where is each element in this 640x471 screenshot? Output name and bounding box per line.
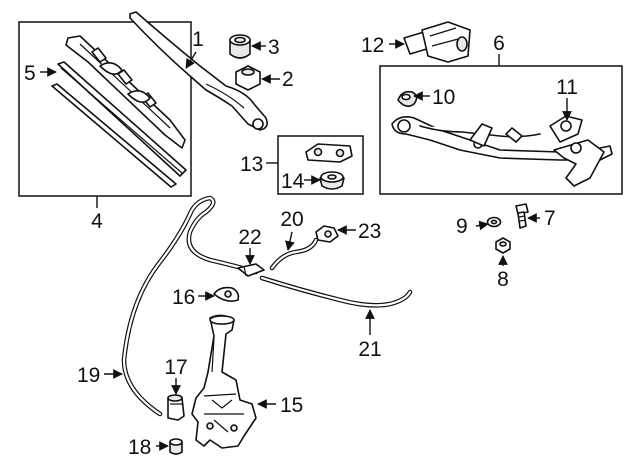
pivot-bushing[interactable] (397, 90, 418, 108)
hose-joint[interactable] (237, 263, 265, 277)
washer-hose-rear[interactable] (259, 275, 413, 308)
callout-2: 2 (282, 68, 294, 91)
wiper-linkage[interactable] (391, 116, 613, 187)
wiper-motor[interactable] (403, 21, 471, 63)
callout-3: 3 (268, 36, 280, 59)
callout-9: 9 (456, 215, 468, 238)
callout-22: 22 (238, 226, 261, 249)
washer-hose-short[interactable] (269, 237, 319, 271)
pivot-mount[interactable] (549, 115, 583, 143)
callout-17: 17 (164, 356, 187, 379)
callout-15: 15 (280, 394, 303, 417)
callout-5: 5 (24, 62, 36, 85)
callout-21: 21 (358, 338, 381, 361)
callout-23: 23 (358, 220, 381, 243)
washer-nozzle[interactable] (315, 225, 339, 243)
callout-4: 4 (91, 210, 103, 233)
callout-14: 14 (281, 170, 305, 193)
arm-nut[interactable] (235, 65, 261, 91)
grommet[interactable] (319, 171, 345, 190)
callout-10: 10 (432, 86, 455, 109)
wiper-blade-group-box (18, 21, 192, 208)
leader-lines (40, 39, 572, 451)
callout-12: 12 (361, 34, 384, 57)
callout-7: 7 (544, 207, 556, 230)
washer[interactable] (486, 216, 502, 228)
callout-19: 19 (77, 364, 100, 387)
mounting-bracket[interactable] (305, 143, 353, 163)
callout-16: 16 (172, 286, 195, 309)
callout-8: 8 (497, 268, 509, 291)
wiper-blade-refill[interactable] (51, 61, 187, 188)
callout-6: 6 (493, 32, 505, 55)
wiper-blade[interactable] (65, 35, 186, 149)
washer-hose-long[interactable] (121, 195, 259, 417)
bracket-box (266, 135, 364, 195)
wiper-arm[interactable] (129, 11, 268, 131)
linkage-nut[interactable] (495, 237, 511, 254)
pump-grommet[interactable] (169, 438, 183, 455)
linkage-bolt[interactable] (515, 203, 529, 229)
callout-20: 20 (280, 208, 303, 231)
callout-labels: 1 2 3 4 5 6 7 8 9 10 11 12 13 14 15 16 1… (24, 28, 578, 459)
callout-13: 13 (240, 153, 263, 176)
pivot-cap[interactable] (229, 34, 251, 59)
wiper-linkage-box (379, 54, 623, 195)
hose-clip[interactable] (213, 286, 240, 302)
callout-18: 18 (128, 436, 151, 459)
washer-pump[interactable] (167, 394, 185, 421)
callout-1: 1 (192, 28, 204, 51)
callout-11: 11 (556, 76, 578, 99)
washer-reservoir[interactable] (191, 314, 257, 449)
